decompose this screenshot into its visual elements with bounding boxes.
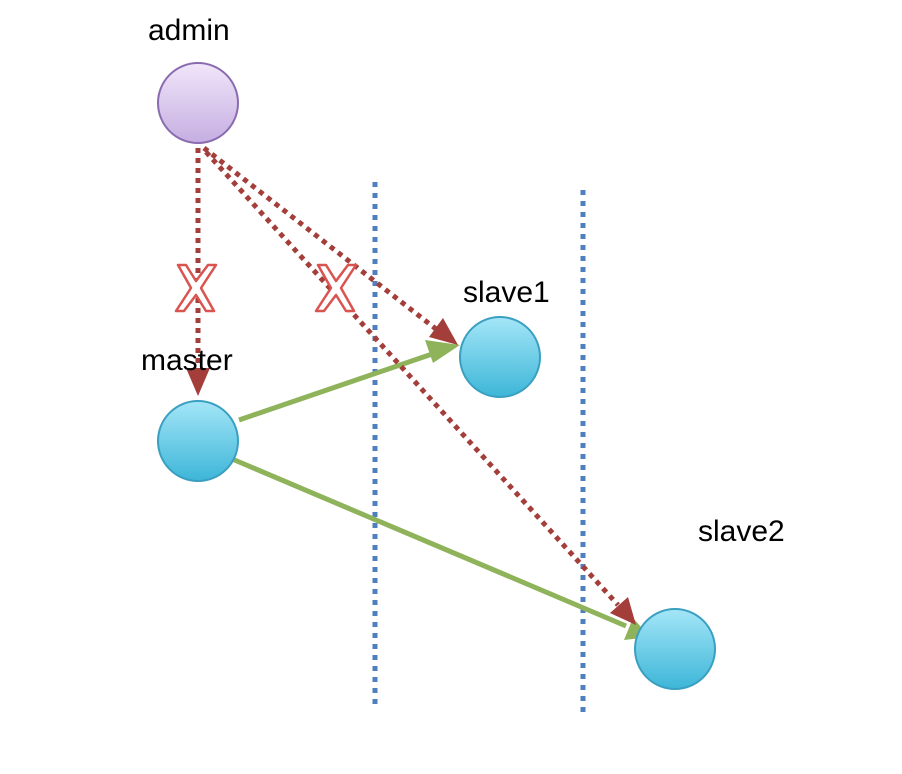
arrow-master-to-slave1 bbox=[238, 340, 460, 423]
slave2-node bbox=[634, 608, 716, 690]
arrow-admin-to-master bbox=[186, 148, 210, 396]
admin-label: admin bbox=[148, 14, 230, 47]
blocked-x-icon bbox=[174, 263, 218, 313]
blocked-x-icon bbox=[314, 263, 358, 313]
slave1-node bbox=[459, 316, 541, 398]
arrow-admin-to-slave2 bbox=[204, 150, 636, 625]
master-node bbox=[157, 400, 239, 482]
slave2-label: slave2 bbox=[698, 515, 785, 548]
slave1-label: slave1 bbox=[463, 276, 550, 309]
admin-node bbox=[157, 62, 239, 144]
master-label: master bbox=[141, 344, 233, 377]
arrow-admin-to-slave1 bbox=[202, 146, 458, 345]
